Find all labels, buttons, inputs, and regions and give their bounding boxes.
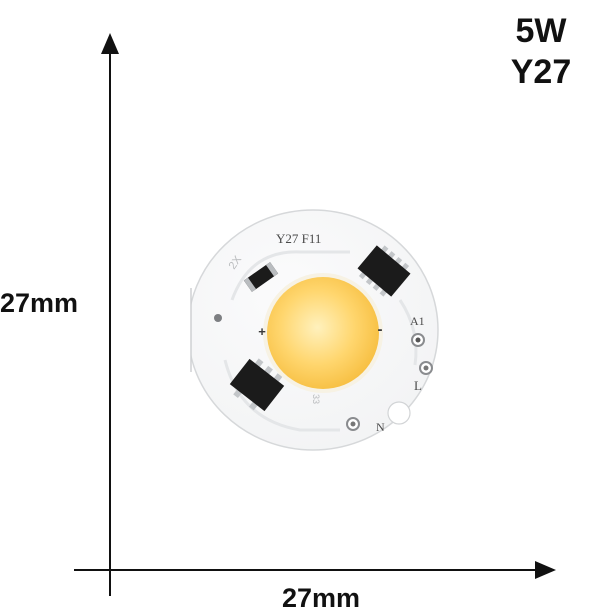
driver-ic-top [357,245,411,297]
smd-resistor [243,262,279,292]
small-code-marking: 33 [311,394,321,404]
horizontal-dimension-arrow [74,561,556,579]
minus-marking: - [378,321,383,338]
model-label: Y27 [511,53,572,91]
pcb-hole-left [214,314,222,322]
pcb-traces [223,250,418,432]
pcb-model-marking: Y27 F11 [276,231,321,246]
pad-a1-marking: A1 [410,314,425,328]
pcb-mounting-slot [387,401,411,425]
vertical-dimension-arrow [101,33,119,596]
plus-marking: + [258,324,266,339]
wattage-label: 5W [516,12,568,50]
pad-n-marking: N [376,420,385,434]
led-pcb-board: Y27 F11 2X + - A1 L N 33 [190,209,439,451]
pcb-top-notch [366,210,378,218]
led-emitter [267,277,379,389]
pad-n-hole [346,417,360,431]
pad-l-marking: L [414,378,422,393]
driver-ic-bottom [229,358,285,412]
height-dimension-label: 27mm [0,288,78,318]
pad-l-hole [419,361,433,375]
pad-a1-hole [411,333,425,347]
width-dimension-label: 27mm [282,583,360,610]
